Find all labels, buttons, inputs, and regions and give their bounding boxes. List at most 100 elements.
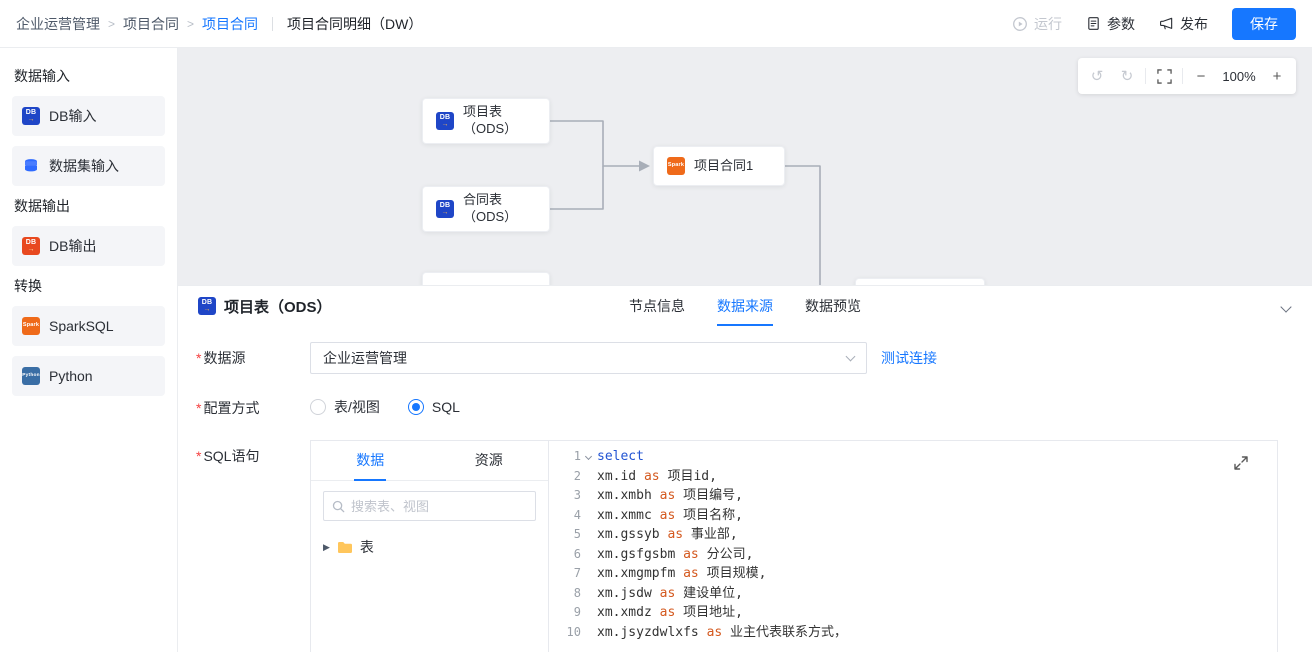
node-label: 项目表（ODS）	[463, 104, 518, 136]
tab-data-source[interactable]: 数据来源	[717, 286, 773, 326]
redo-button[interactable]: ↻	[1120, 68, 1134, 85]
sidebar: 数据输入 DB→ DB输入 数据集输入 数据输出 DB→ DB输出 转换 Spa…	[0, 48, 178, 652]
node-project-contract-1[interactable]: Spark 项目合同1	[653, 146, 785, 186]
collapse-panel-button[interactable]	[1280, 298, 1292, 314]
node-label: 合同表（ODS）	[463, 192, 518, 224]
node-partial[interactable]	[422, 272, 550, 285]
sidebar-item-label: Python	[49, 368, 93, 384]
config-method-row: *配置方式 表/视图 SQL	[196, 396, 1278, 418]
tab-data-preview[interactable]: 数据预览	[805, 298, 861, 314]
sql-row: *SQL语句 数据 资源	[196, 440, 1278, 652]
tree-node-label: 表	[359, 539, 374, 555]
tab-resources[interactable]: 资源	[474, 452, 503, 468]
radio-label: SQL	[431, 399, 460, 415]
panel-tabs: 节点信息 数据来源 数据预览	[613, 286, 877, 326]
breadcrumb-item-current[interactable]: 项目合同	[202, 15, 259, 32]
run-button[interactable]: 运行	[1012, 14, 1062, 34]
zoom-in-button[interactable]: +	[1272, 67, 1282, 85]
params-label: 参数	[1107, 15, 1135, 32]
panel-title: 项目表（ODS）	[224, 298, 332, 316]
node-partial[interactable]	[855, 278, 985, 285]
fit-view-button[interactable]	[1149, 58, 1179, 94]
radio-table-view[interactable]: 表/视图	[310, 397, 380, 417]
table-search[interactable]	[323, 491, 536, 521]
config-method-options: 表/视图 SQL	[310, 396, 460, 417]
sidebar-item-db-output[interactable]: DB→ DB输出	[12, 226, 165, 266]
sidebar-item-db-input[interactable]: DB→ DB输入	[12, 96, 165, 136]
radio-checked-icon	[407, 399, 424, 415]
search-icon	[332, 500, 345, 513]
header-actions: 运行 参数 发布 保存	[1012, 7, 1296, 40]
flow-canvas[interactable]: DB→ 项目表（ODS） DB→ 合同表（ODS） Spark 项目合同1 ↺ …	[178, 48, 1312, 285]
panel-header: DB→ 项目表（ODS） 节点信息 数据来源 数据预览	[178, 286, 1312, 326]
explorer-tabs: 数据 资源	[311, 441, 548, 481]
divider	[272, 16, 274, 31]
db-icon: DB→	[436, 200, 454, 218]
run-label: 运行	[1034, 15, 1062, 32]
radio-sql[interactable]: SQL	[407, 399, 460, 415]
search-input[interactable]	[351, 498, 527, 514]
datasource-label: *数据源	[196, 350, 246, 366]
header: 企业运营管理 > 项目合同 > 项目合同 项目合同明细（DW） 运行 参数	[0, 0, 1312, 48]
db-icon: DB→	[436, 112, 454, 130]
sidebar-item-dataset-input[interactable]: 数据集输入	[12, 146, 165, 186]
zoom-level: 100%	[1222, 68, 1256, 84]
chevron-down-icon	[1280, 301, 1292, 313]
panel-form: *数据源 企业运营管理 测试连接 *配置方式 表/视	[178, 326, 1312, 652]
test-connection-link[interactable]: 测试连接	[881, 350, 937, 366]
sidebar-item-label: DB输出	[49, 238, 97, 254]
folder-icon	[337, 541, 353, 554]
breadcrumb-separator: >	[108, 16, 116, 31]
db-icon: DB→	[198, 297, 216, 315]
radio-label: 表/视图	[334, 399, 380, 415]
schema-explorer: 数据 资源	[311, 441, 549, 652]
breadcrumb-item[interactable]: 企业运营管理	[16, 15, 100, 32]
radio-icon	[310, 399, 326, 415]
sidebar-item-label: DB输入	[49, 108, 97, 124]
sidebar-item-label: SparkSQL	[49, 318, 114, 334]
chevron-down-icon	[845, 351, 856, 362]
node-project-table[interactable]: DB→ 项目表（ODS）	[422, 98, 550, 144]
run-icon	[1012, 16, 1028, 32]
publish-button[interactable]: 发布	[1159, 14, 1208, 34]
python-icon: Python	[22, 367, 40, 385]
datasource-value: 企业运营管理	[323, 350, 407, 366]
required-mark: *	[196, 400, 202, 416]
node-label: 项目合同1	[694, 157, 754, 173]
sidebar-item-python[interactable]: Python Python	[12, 356, 165, 396]
db-output-icon: DB→	[22, 237, 40, 255]
sidebar-item-sparksql[interactable]: Spark SparkSQL	[12, 306, 165, 346]
datasource-row: *数据源 企业运营管理 测试连接	[196, 342, 1278, 374]
tab-node-info[interactable]: 节点信息	[629, 298, 685, 314]
node-contract-table[interactable]: DB→ 合同表（ODS）	[422, 186, 550, 232]
save-button[interactable]: 保存	[1232, 7, 1296, 40]
tab-data[interactable]: 数据	[311, 441, 430, 481]
megaphone-icon	[1159, 16, 1174, 31]
page-title: 项目合同明细（DW）	[287, 15, 423, 32]
params-button[interactable]: 参数	[1086, 14, 1135, 34]
expand-editor-button[interactable]	[1231, 453, 1251, 473]
spark-icon: Spark	[667, 157, 685, 175]
db-input-icon: DB→	[22, 107, 40, 125]
zoom-out-button[interactable]: −	[1196, 67, 1206, 85]
breadcrumb-item[interactable]: 项目合同	[123, 15, 180, 32]
tree-node-tables[interactable]: ▶ 表	[323, 537, 536, 557]
dataset-input-icon	[22, 157, 40, 175]
undo-button[interactable]: ↺	[1090, 68, 1104, 85]
breadcrumb-separator: >	[187, 16, 195, 31]
canvas-toolbar: ↺ ↻ − 100% +	[1078, 58, 1296, 94]
datasource-select[interactable]: 企业运营管理	[310, 342, 867, 374]
divider	[1182, 68, 1183, 84]
sidebar-section-title: 转换	[14, 278, 42, 294]
